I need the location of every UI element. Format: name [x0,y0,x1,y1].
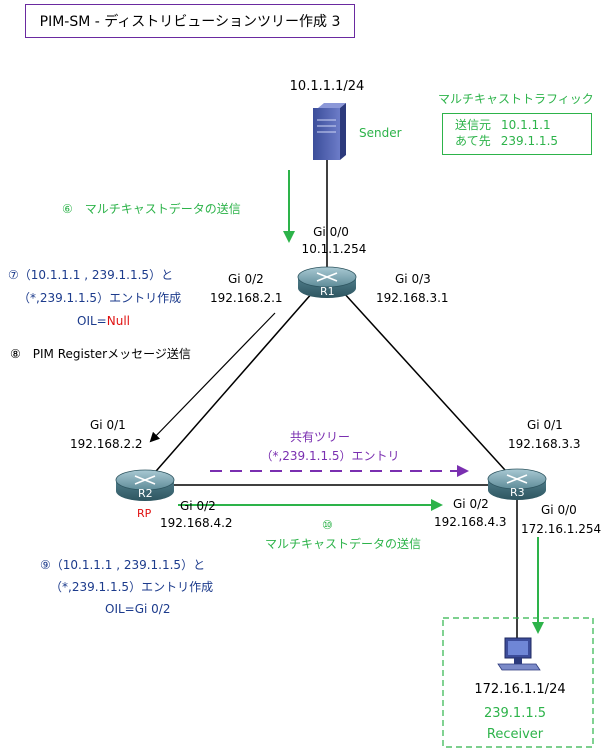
step9-line1: ⑨（10.1.1.1 , 239.1.1.5）と [40,558,206,572]
router-r2-icon [115,469,175,501]
r2-name: R2 [138,487,153,500]
r3-gi02-ip: 192.168.4.3 [434,515,507,529]
r1-gi03-ip: 192.168.3.1 [376,291,449,305]
traffic-src-label: 送信元 [455,118,492,132]
arrow-register [149,312,276,443]
step7-line1: ⑦（10.1.1.1 , 239.1.1.5）と [8,268,174,282]
link-r1-r3 [342,291,506,471]
router-r1-icon [297,266,357,298]
receiver-group: 239.1.1.5 [483,706,547,721]
r2-role: RP [137,507,152,520]
r1-gi03: Gi 0/3 [395,272,431,286]
page-title: PIM-SM - ディストリビューションツリー作成 3 [39,14,341,30]
r1-gi02: Gi 0/2 [228,272,264,286]
receiver-label: Receiver [486,727,544,742]
step10-label: マルチキャストデータの送信 [265,537,422,551]
shared-tree-line2: （*,239.1.1.5）エントリ [260,449,400,463]
shared-tree-line1: 共有ツリー [289,430,351,444]
pc-icon [497,637,541,671]
r3-gi01: Gi 0/1 [527,418,563,432]
r2-gi02: Gi 0/2 [180,499,216,513]
sender-label: Sender [359,126,402,140]
step9-oil: OIL=Gi 0/2 [105,602,171,616]
r3-gi00: Gi 0/0 [541,503,577,517]
sender-ip: 10.1.1.1/24 [289,79,365,94]
r3-gi01-ip: 192.168.3.3 [508,437,581,451]
r2-gi02-ip: 192.168.4.2 [160,516,233,530]
r2-gi01: Gi 0/1 [90,418,126,432]
step7-oil-label: OIL= [77,314,107,328]
traffic-dst-label: あて先 [455,134,491,148]
title-box: PIM-SM - ディストリビューションツリー作成 3 [25,4,355,38]
step9-line2: （*,239.1.1.5）エントリ作成 [50,580,214,594]
r1-name: R1 [320,285,335,298]
link-r1-r2 [149,291,314,479]
server-icon [313,103,346,160]
r3-name: R3 [510,486,525,499]
step7-line2: （*,239.1.1.5）エントリ作成 [18,291,182,305]
step7-oil: OIL=Null [77,314,130,328]
r3-gi02: Gi 0/2 [453,497,489,511]
step8-label: ⑧ PIM Registerメッセージ送信 [10,347,191,361]
step6-label: ⑥ マルチキャストデータの送信 [62,202,241,216]
receiver-box [442,617,594,748]
r1-gi00-ip: 10.1.1.254 [301,242,367,256]
r1-gi02-ip: 192.168.2.1 [210,291,283,305]
traffic-dst-value: 239.1.1.5 [500,134,559,148]
traffic-box: 送信元 10.1.1.1 あて先 239.1.1.5 [442,113,592,155]
step10-number: ⑩ [322,518,333,532]
traffic-heading: マルチキャストトラフィック [438,92,594,106]
router-r3-icon [487,468,547,500]
r1-gi00: Gi 0/0 [313,225,349,239]
r2-gi01-ip: 192.168.2.2 [70,437,143,451]
step7-oil-value: Null [106,314,130,328]
traffic-src-value: 10.1.1.1 [501,118,551,132]
r3-gi00-ip: 172.16.1.254 [521,522,602,536]
receiver-ip: 172.16.1.1/24 [474,682,566,697]
